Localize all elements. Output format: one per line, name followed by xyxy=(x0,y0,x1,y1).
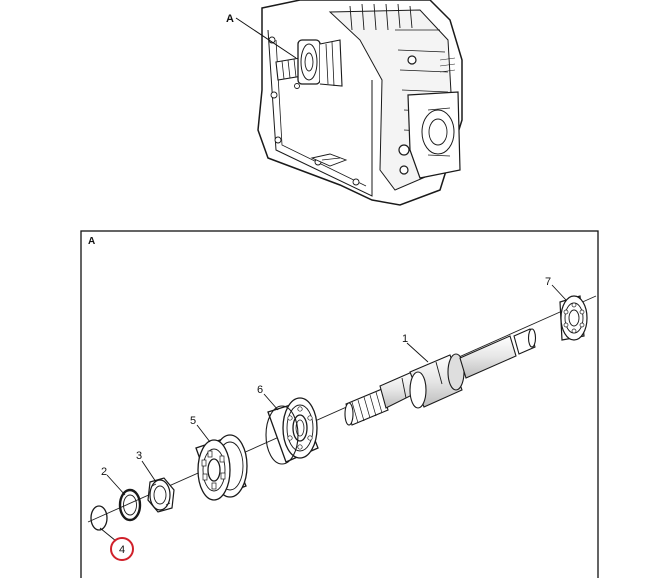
callout-7-leader xyxy=(551,284,567,301)
detail-frame-label: A xyxy=(88,236,95,247)
main-shaft xyxy=(344,328,537,426)
callout-6: 6 xyxy=(257,384,263,396)
transmission-case-illustration xyxy=(257,0,463,206)
callout-4-highlight-circle xyxy=(110,537,134,561)
detail-frame xyxy=(80,230,599,578)
assembly-axis-line xyxy=(87,295,597,523)
callout-5: 5 xyxy=(190,415,196,427)
bearing-6 xyxy=(265,397,319,465)
callout-a-leader xyxy=(235,17,297,59)
callout-3: 3 xyxy=(136,450,142,462)
callout-3-leader xyxy=(141,460,157,483)
o-ring-4 xyxy=(90,505,108,531)
snap-ring-2 xyxy=(118,488,142,522)
callout-1: 1 xyxy=(402,333,408,345)
callout-1-leader xyxy=(406,342,429,363)
bearing-7 xyxy=(559,295,588,341)
bearing-5 xyxy=(195,434,248,501)
callout-4: 4 xyxy=(119,544,125,556)
overview-callout-a: A xyxy=(226,13,234,25)
callout-6-leader xyxy=(263,393,279,411)
callout-2: 2 xyxy=(101,466,107,478)
nut-3 xyxy=(147,477,175,513)
callout-5-leader xyxy=(196,424,211,443)
callout-2-leader xyxy=(106,474,126,496)
callout-7: 7 xyxy=(545,276,551,288)
callout-4-leader xyxy=(99,527,117,542)
